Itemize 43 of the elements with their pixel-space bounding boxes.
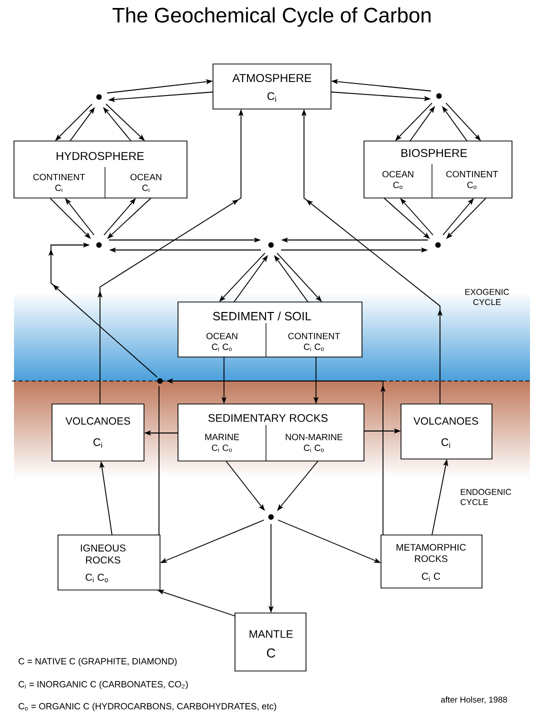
- reservoir-box: [234, 612, 306, 672]
- compartment-label: CONTINENT C$_{i}$ C$_{o}$: [288, 332, 340, 352]
- reservoir-box: [52, 404, 144, 462]
- reservoir-name: VOLCANOES: [414, 417, 478, 425]
- compartment-label: CONTINENT C$_{o}$: [446, 170, 498, 190]
- connector-line: [158, 386, 160, 536]
- reservoir-name: IGNEOUS ROCKS: [80, 544, 126, 564]
- reservoir-box: [14, 140, 188, 198]
- carbon-symbol: C$_{i}$: [442, 438, 450, 448]
- compartment-label: NON-MARINE C$_{i}$ C$_{o}$: [286, 434, 342, 452]
- reservoir-name: BIOSPHERE: [402, 148, 467, 158]
- compartment-label: CONTINENT C$_{i}$: [33, 174, 85, 192]
- symbol-definition: C$_{i}$ = INORGANIC C (CARBONATES, CO$_{2}$): [18, 680, 188, 690]
- compartment-label: OCEAN C$_{i}$: [130, 174, 162, 192]
- reservoir-box: [380, 534, 482, 588]
- source-credit: after Holser, 1988: [440, 696, 508, 704]
- carbon-symbol: C$_{i}$: [268, 92, 276, 102]
- reservoir-box: [58, 534, 160, 590]
- compartment-label: OCEAN C$_{o}$: [382, 170, 414, 190]
- symbol-definition: C$_{o}$ = ORGANIC C (HYDROCARBONS, CARBOHYDRATES, etc): [18, 702, 276, 712]
- reservoir-box: [178, 404, 364, 462]
- symbol-definition: C = NATIVE C (GRAPHITE, DIAMOND): [18, 658, 177, 666]
- reservoir-name: SEDIMENT / SOIL: [213, 312, 312, 320]
- reservoir-box: [400, 404, 492, 460]
- reservoir-name: HYDROSPHERE: [56, 152, 144, 160]
- reservoir-name: ATMOSPHERE: [232, 74, 312, 82]
- compartment-label: MARINE C$_{i}$ C$_{o}$: [205, 434, 240, 452]
- reservoir-name: VOLCANOES: [66, 417, 130, 425]
- diagram-title: The Geochemical Cycle of Carbon: [112, 7, 430, 27]
- reservoir-box: [178, 302, 362, 358]
- cycle-label: ENDOGENIC CYCLE: [460, 488, 512, 506]
- reservoir-box: [212, 64, 332, 110]
- arrow: [48, 242, 158, 378]
- reservoir-name: SEDIMENTARY ROCKS: [208, 414, 328, 422]
- carbon-symbol: C$_{i}$ C$_{o}$: [86, 574, 108, 582]
- carbon-symbol: C: [266, 648, 276, 658]
- reservoir-name: MANTLE: [250, 630, 293, 638]
- carbon-symbol: C$_{i}$: [94, 438, 102, 448]
- carbon-symbol: C$_{i}$ C: [422, 572, 440, 582]
- reservoir-name: METAMORPHIC ROCKS: [396, 544, 466, 562]
- reservoir-box: [364, 140, 512, 198]
- cycle-label: EXOGENIC CYCLE: [465, 288, 510, 306]
- compartment-label: OCEAN C$_{i}$ C$_{o}$: [206, 332, 238, 352]
